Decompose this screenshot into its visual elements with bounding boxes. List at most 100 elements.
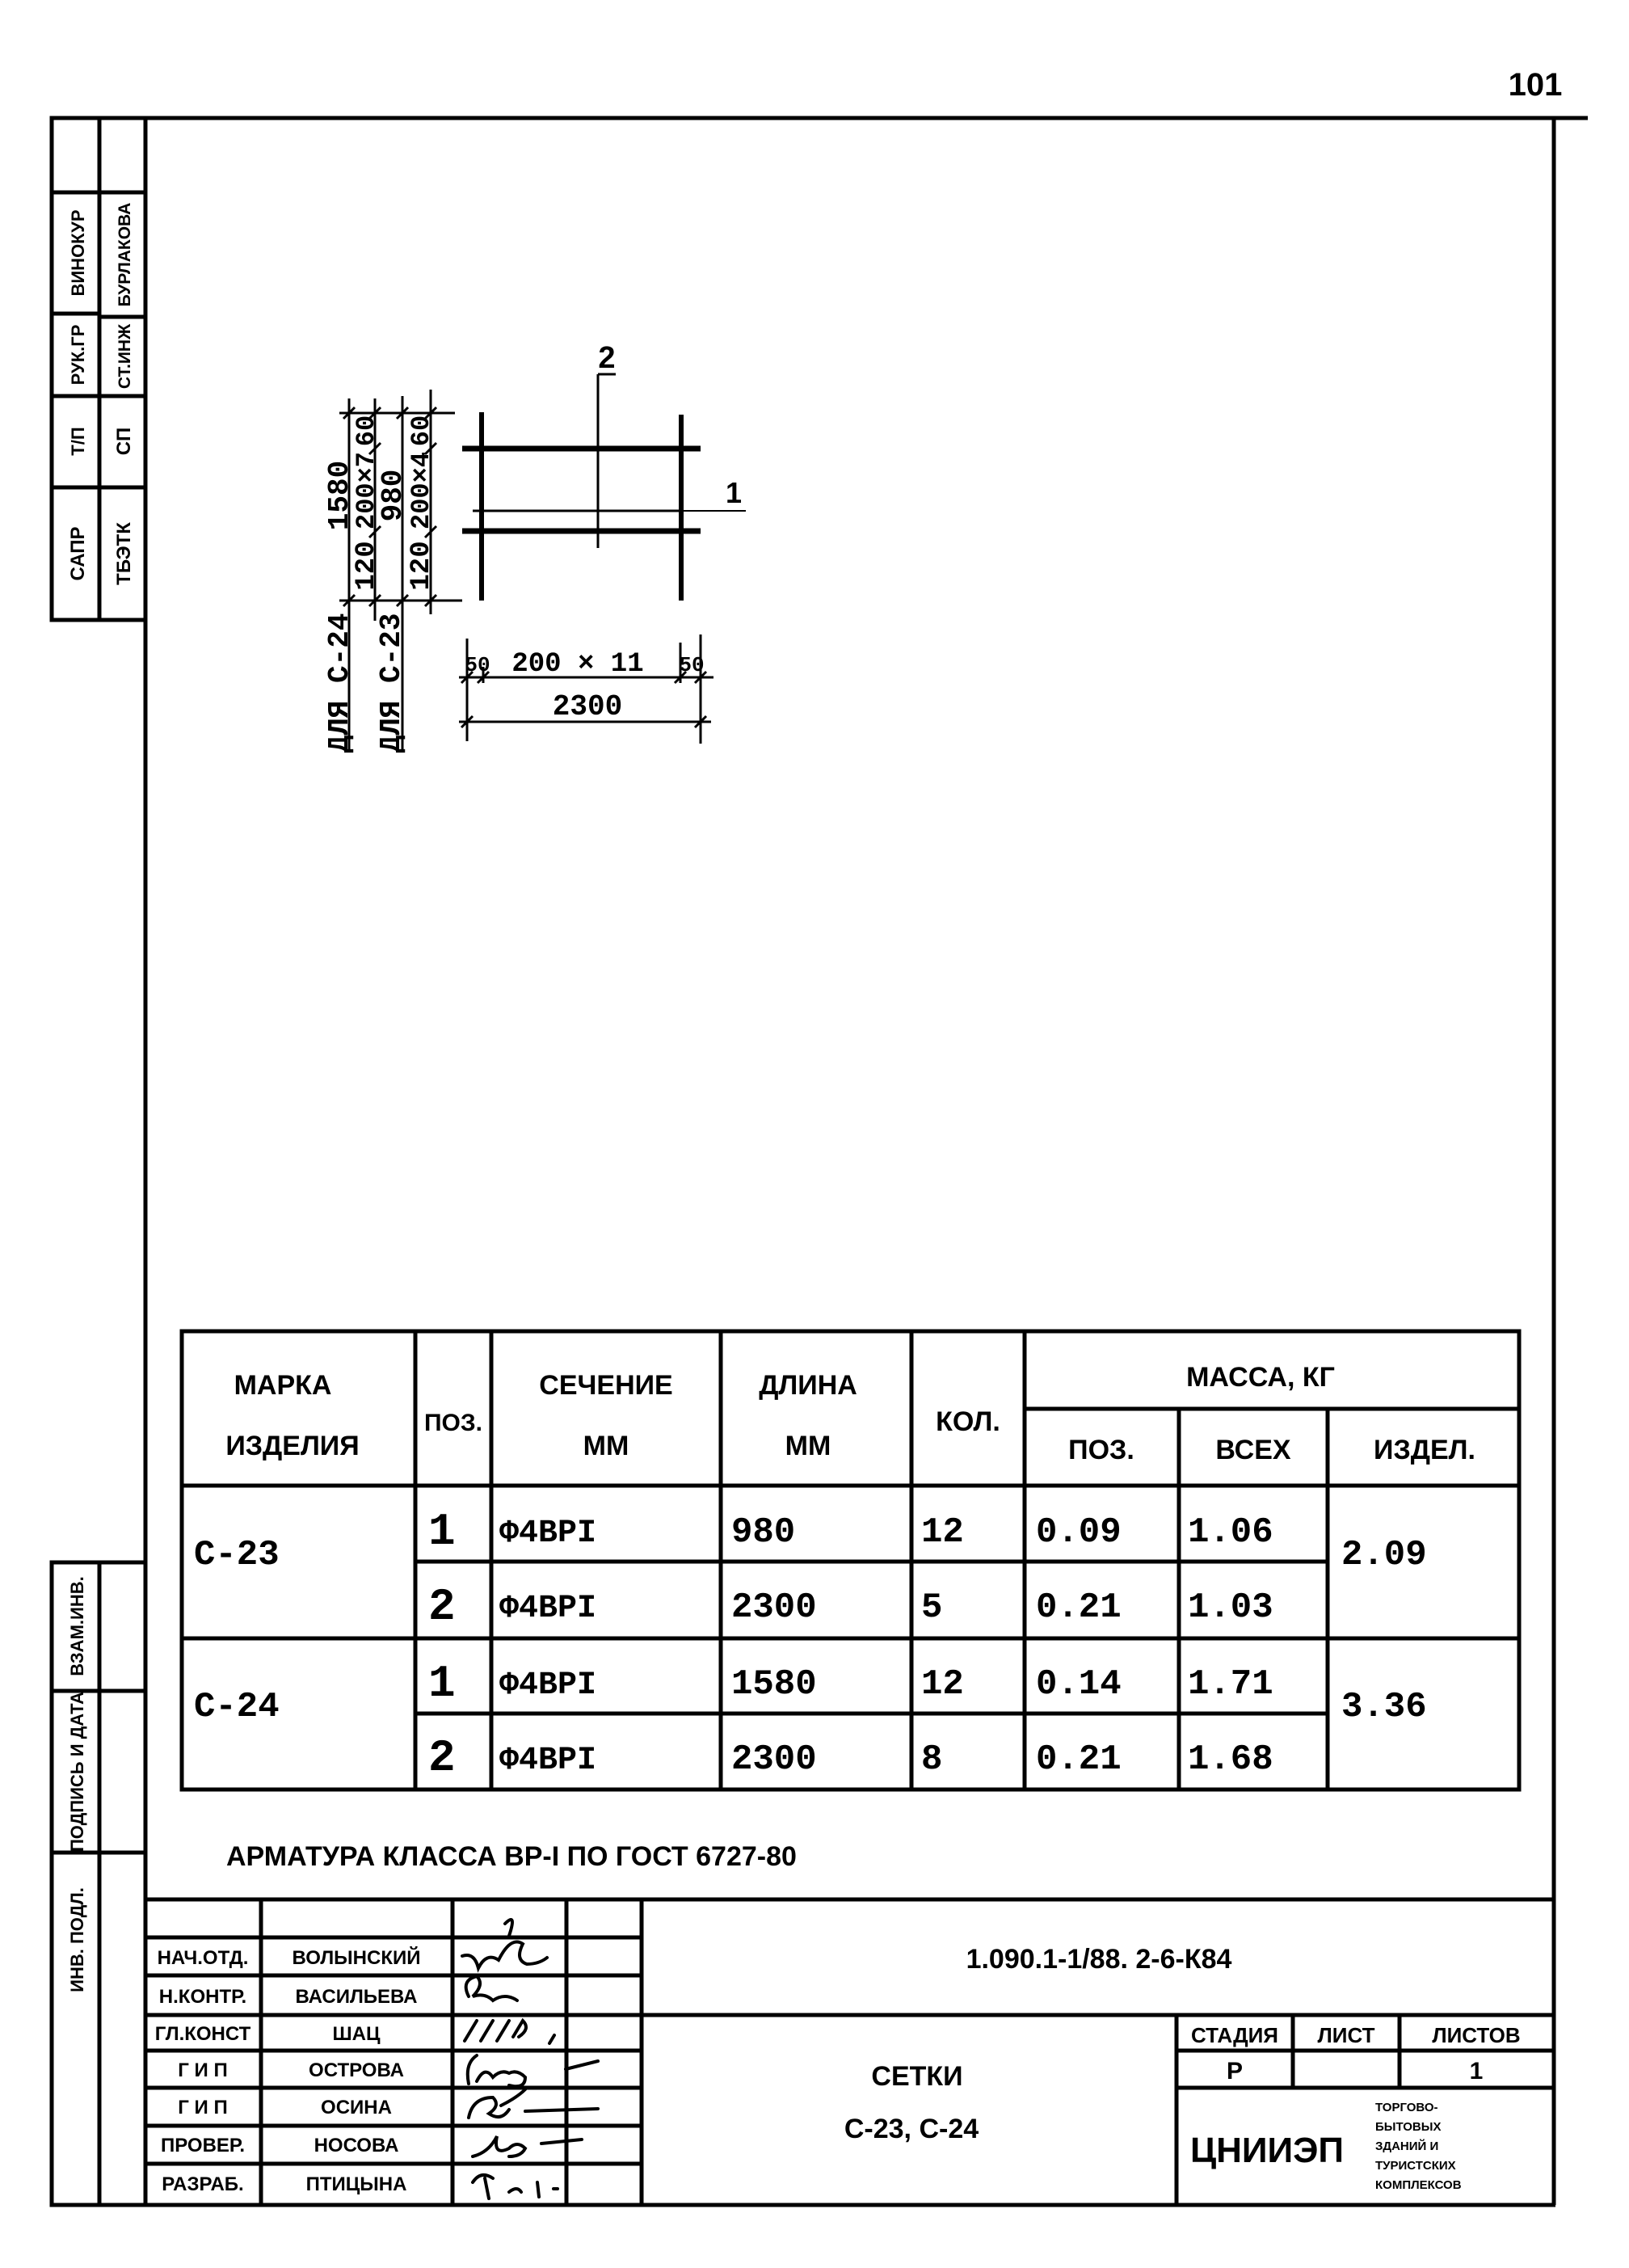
- signer-name: ОСИНА: [321, 2097, 392, 2118]
- signer-role: Г И П: [178, 2059, 227, 2081]
- header-section: ММ: [583, 1431, 629, 1461]
- header-qty: КОЛ.: [936, 1406, 1000, 1437]
- cell-mass-all: 1.06: [1188, 1512, 1273, 1553]
- item-mark: С-23: [194, 1535, 280, 1575]
- signer-name: НОСОВА: [314, 2135, 399, 2156]
- cell-mass-pos: 0.21: [1036, 1739, 1122, 1780]
- stamp-label: СТ.ИНЖ: [116, 323, 134, 389]
- dimension-label: 200×7: [351, 452, 381, 529]
- dimension-label: 120: [351, 541, 382, 590]
- cell-length: 2300: [731, 1587, 817, 1628]
- mesh-drawing: 2 1: [462, 341, 746, 601]
- table-header: МАРКА ИЗДЕЛИЯ ПОЗ. СЕЧЕНИЕ ММ ДЛИНА ММ К…: [225, 1362, 1475, 1465]
- signature: [471, 2173, 559, 2200]
- stamp-label: Т/П: [68, 427, 88, 455]
- org-subtitle-line: БЫТОВЫХ: [1375, 2120, 1441, 2134]
- org-subtitle-line: ТОРГОВО-: [1375, 2101, 1438, 2114]
- org-subtitle-line: КОМПЛЕКСОВ: [1375, 2178, 1462, 2192]
- stamp-label: САПР: [67, 526, 89, 580]
- cell-pos: 1: [428, 1506, 456, 1558]
- cell-length: 980: [731, 1512, 795, 1553]
- title-block: НАЧ.ОТД. ВОЛЫНСКИЙ Н.КОНТР. ВАСИЛЬЕВА ГЛ…: [145, 1897, 1554, 2205]
- header-mark: ИЗДЕЛИЯ: [225, 1431, 359, 1461]
- dimension-label: 200 × 11: [511, 649, 643, 680]
- header-pos: ПОЗ.: [424, 1410, 482, 1436]
- table-row: 2 Φ4ВPI 2300 5 0.21 1.03: [428, 1581, 1273, 1633]
- cell-mass-all: 1.68: [1188, 1739, 1273, 1780]
- cell-section: Φ4ВPI: [499, 1667, 596, 1704]
- stamp-label: ВЗАМ.ИНВ.: [67, 1576, 87, 1676]
- item-mass: 3.36: [1341, 1687, 1427, 1727]
- sheets-value: 1: [1470, 2058, 1484, 2085]
- cell-length: 2300: [731, 1739, 817, 1780]
- signer-role: РАЗРАБ.: [162, 2173, 243, 2195]
- sheet-label: ЛИСТ: [1318, 2023, 1375, 2047]
- left-stamp-top: ВИНОКУР РУК.ГР Т/П САПР БУРЛАКОВА СТ.ИНЖ…: [49, 116, 148, 622]
- handwritten-signatures: [461, 1918, 600, 2200]
- stage-value: Р: [1227, 2058, 1243, 2085]
- cell-qty: 12: [921, 1664, 964, 1705]
- table-row: 1 Φ4ВPI 980 12 0.09 1.06: [428, 1506, 1273, 1558]
- header-mass-pos: ПОЗ.: [1068, 1435, 1134, 1465]
- sheet-frame: [50, 116, 1588, 2207]
- stamp-label: ПОДПИСЬ И ДАТА: [67, 1692, 87, 1852]
- dimension-label: 60: [351, 415, 381, 446]
- cell-mass-all: 1.03: [1188, 1587, 1273, 1628]
- document-code: 1.090.1-1/88. 2-6-К84: [966, 1944, 1232, 1975]
- applicability-label: ДЛЯ С-24: [323, 613, 356, 753]
- position-marker-1: 1: [726, 476, 742, 509]
- header-mass: МАССА, КГ: [1186, 1362, 1335, 1393]
- cell-qty: 5: [921, 1587, 942, 1628]
- organization-subtitle: ТОРГОВО- БЫТОВЫХ ЗДАНИЙ И ТУРИСТСКИХ КОМ…: [1375, 2101, 1462, 2192]
- item-mass: 2.09: [1341, 1535, 1427, 1575]
- cell-mass-pos: 0.21: [1036, 1587, 1122, 1628]
- cell-mass-pos: 0.09: [1036, 1512, 1122, 1553]
- position-marker-2: 2: [598, 341, 615, 375]
- sheets-label: ЛИСТОВ: [1432, 2023, 1520, 2047]
- dimension-label: 50: [465, 653, 490, 677]
- page-number: 101: [1509, 67, 1563, 103]
- stage-label: СТАДИЯ: [1191, 2023, 1278, 2047]
- cell-qty: 12: [921, 1512, 964, 1553]
- organization-name: ЦНИИЭП: [1190, 2131, 1344, 2170]
- left-stamp-bottom: ВЗАМ.ИНВ. ПОДПИСЬ И ДАТА ИНВ. ПОДЛ.: [49, 1560, 148, 2207]
- table-body: С-23 2.09 С-24 3.36 1 Φ4ВPI 980 12 0.09 …: [194, 1506, 1427, 1784]
- vertical-dimensions: 1580 120 200×7 60 980 120 200×4 60 ДЛЯ С…: [323, 390, 462, 752]
- stamp-label: РУК.ГР: [68, 325, 88, 386]
- cell-pos: 1: [428, 1658, 456, 1709]
- stamp-label: ВИНОКУР: [68, 209, 88, 296]
- signer-role: НАЧ.ОТД.: [158, 1947, 249, 1969]
- dimension-label: 980: [377, 470, 410, 522]
- cell-qty: 8: [921, 1739, 942, 1780]
- header-length: ДЛИНА: [759, 1370, 857, 1401]
- header-section: СЕЧЕНИЕ: [539, 1370, 672, 1401]
- dimension-label: 2300: [553, 690, 622, 723]
- item-mark: С-24: [194, 1687, 280, 1727]
- signer-name: ВОЛЫНСКИЙ: [293, 1946, 421, 1969]
- stamp-label: ИНВ. ПОДЛ.: [67, 1887, 87, 1992]
- drawing-subtitle: С-23, С-24: [844, 2114, 979, 2144]
- signer-name: ОСТРОВА: [309, 2059, 404, 2081]
- signer-name: ШАЦ: [333, 2023, 381, 2045]
- cell-length: 1580: [731, 1664, 817, 1705]
- stamp-label: БУРЛАКОВА: [116, 203, 134, 307]
- dimension-label: 1580: [323, 461, 356, 530]
- signer-role: ПРОВЕР.: [161, 2135, 245, 2156]
- dimension-label: 50: [679, 653, 704, 677]
- stamp-label: СП: [113, 428, 135, 456]
- header-length: ММ: [785, 1431, 831, 1461]
- dimension-label: 120: [406, 541, 437, 590]
- header-mass-item: ИЗДЕЛ.: [1374, 1435, 1475, 1465]
- table-row: 1 Φ4ВPI 1580 12 0.14 1.71: [428, 1658, 1273, 1709]
- signers-list: НАЧ.ОТД. ВОЛЫНСКИЙ Н.КОНТР. ВАСИЛЬЕВА ГЛ…: [155, 1946, 421, 2195]
- signature: [463, 2017, 556, 2045]
- org-subtitle-line: ЗДАНИЙ И: [1375, 2139, 1438, 2153]
- header-mark: МАРКА: [234, 1370, 332, 1401]
- applicability-label: ДЛЯ С-23: [375, 613, 408, 753]
- header-mass-all: ВСЕХ: [1215, 1435, 1290, 1465]
- org-subtitle-line: ТУРИСТСКИХ: [1375, 2159, 1456, 2173]
- reinforcement-note: АРМАТУРА КЛАССА ВР-I ПО ГОСТ 6727-80: [226, 1841, 797, 1872]
- cell-pos: 2: [428, 1732, 456, 1784]
- table-row: 2 Φ4ВPI 2300 8 0.21 1.68: [428, 1732, 1273, 1784]
